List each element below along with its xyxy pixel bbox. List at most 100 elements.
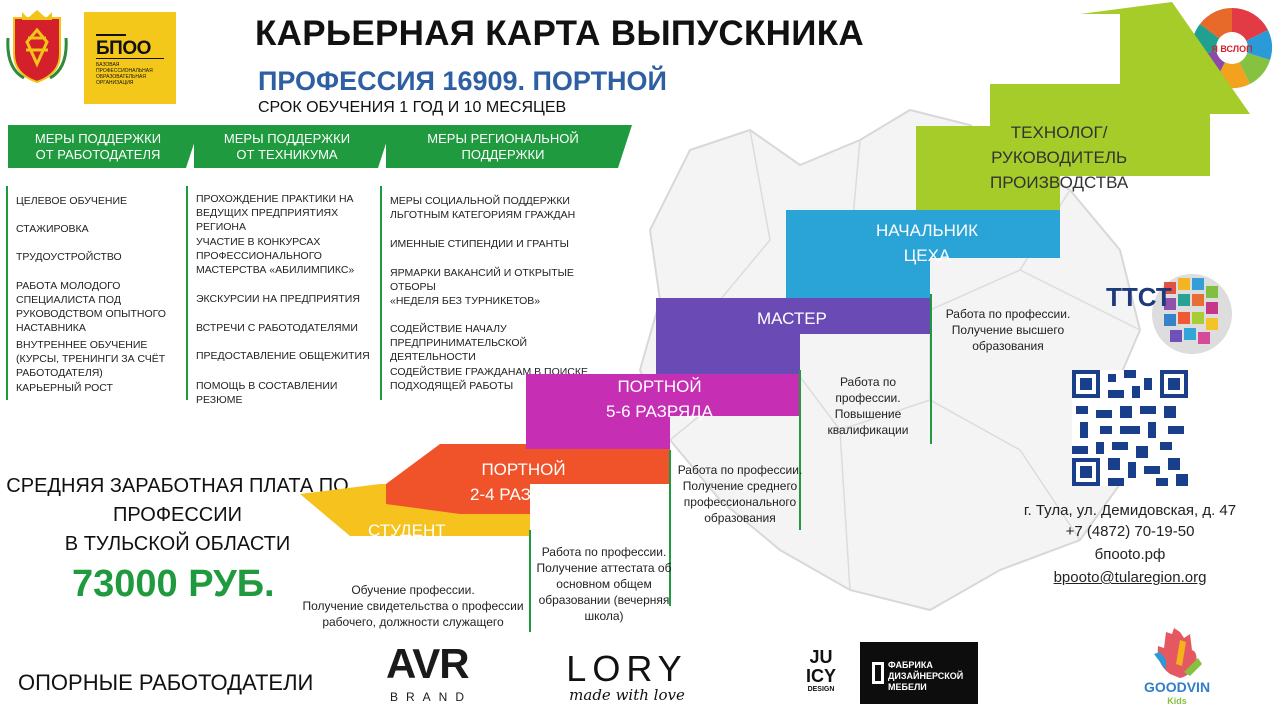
list-item: ВНУТРЕННЕЕ ОБУЧЕНИЕ (КУРСЫ, ТРЕНИНГИ ЗА … — [16, 339, 166, 379]
step-note-line: Работа по профессии. — [945, 307, 1071, 321]
step-note-line: Получение аттестата об — [536, 561, 672, 575]
bpoo-logo-subtitle: БАЗОВАЯ ПРОФЕССИОНАЛЬНАЯ ОБРАЗОВАТЕЛЬНАЯ… — [96, 62, 153, 86]
step-note-line: профессии. — [835, 391, 901, 405]
factory-logo-l2: ДИЗАЙНЕРСКОЙ — [888, 671, 964, 681]
guide-line — [930, 294, 932, 444]
step-note-student: Обучение профессии. Получение свидетельс… — [300, 582, 526, 630]
step-note-line: рабочего, должности служащего — [322, 615, 504, 629]
step-label-student: СТУДЕНТ — [368, 518, 446, 543]
bpoo-logo-bar — [96, 34, 126, 36]
design-furniture-factory-logo: ФАБРИКА ДИЗАЙНЕРСКОЙ МЕБЕЛИ — [860, 642, 978, 704]
step-label-tailor-5-6: ПОРТНОЙ 5-6 РАЗРЯДА — [606, 374, 713, 424]
list-item: ЦЕЛЕВОЕ ОБУЧЕНИЕ — [16, 195, 128, 207]
step-note-line: школа) — [584, 609, 624, 623]
goodvin-logo-text: GOODVIN — [1144, 679, 1210, 695]
list-item: КАРЬЕРНЫЙ РОСТ — [16, 382, 113, 394]
regional-support-list: МЕРЫ СОЦИАЛЬНОЙ ПОДДЕРЖКИ ЛЬГОТНЫМ КАТЕГ… — [380, 186, 616, 400]
regional-support-header-l2: ПОДДЕРЖКИ — [461, 146, 545, 162]
vslop-logo-text: Я ВСЛОП — [1211, 44, 1252, 54]
list-item: МЕРЫ СОЦИАЛЬНОЙ ПОДДЕРЖКИ ЛЬГОТНЫМ КАТЕГ… — [390, 195, 576, 221]
factory-logo-text: ФАБРИКА ДИЗАЙНЕРСКОЙ МЕБЕЛИ — [888, 660, 963, 693]
list-item: ЭКСКУРСИИ НА ПРЕДПРИЯТИЯ — [196, 293, 360, 305]
study-duration: СРОК ОБУЧЕНИЯ 1 ГОД И 10 МЕСЯЦЕВ — [258, 99, 567, 116]
goodvin-logo-sub: Kids — [1167, 696, 1187, 706]
contact-address: г. Тула, ул. Демидовская, д. 47 — [1023, 502, 1237, 519]
contact-site[interactable]: бпооto.рф — [1094, 546, 1166, 563]
college-support-header-l2: ОТ ТЕХНИКУМА — [236, 146, 338, 162]
salary-caption-l2: ПРОФЕССИИ — [112, 504, 242, 526]
list-item: СОДЕЙСТВИЕ НАЧАЛУ ПРЕДПРИНИМАТЕЛЬСКОЙ ДЕ… — [390, 323, 528, 363]
step-note-line: профессионального — [683, 495, 797, 509]
step-note-line: Получение среднего — [682, 479, 798, 493]
step-note-line: Работа по профессии. — [541, 545, 667, 559]
profession-title: ПРОФЕССИЯ 16909. ПОРТНОЙ — [258, 66, 667, 96]
lory-logo-sub: made with love — [569, 686, 685, 704]
salary-value: 73000 РУБ. — [72, 563, 275, 605]
step-label-technologist-l3: ПРОИЗВОДСТВА — [990, 173, 1129, 192]
bpoo-logo-name: БПОО — [96, 38, 151, 59]
coat-of-arms-logo — [6, 10, 68, 84]
employer-support-header-l1: МЕРЫ ПОДДЕРЖКИ — [34, 130, 162, 146]
step-note-tailor-2-4: Работа по профессии. Получение аттестата… — [534, 544, 674, 624]
step-note-line: основном общем — [556, 577, 652, 591]
step-label-technologist-l1: ТЕХНОЛОГ/ — [1010, 123, 1108, 142]
bpoo-logo: БПОО БАЗОВАЯ ПРОФЕССИОНАЛЬНАЯ ОБРАЗОВАТЕ… — [84, 12, 176, 104]
ttst-logo-text: ТТСТ — [1106, 282, 1172, 312]
step-note-line: квалификации — [827, 423, 909, 437]
step-label-workshop-chief-l1: НАЧАЛЬНИК — [876, 221, 979, 240]
step-note-line: Получение высшего — [951, 323, 1065, 337]
step-note-line: образования — [972, 339, 1044, 353]
step-label-tailor-2-4: ПОРТНОЙ 2-4 РАЗРЯДА — [470, 457, 577, 507]
college-support-list: ПРОХОЖДЕНИЕ ПРАКТИКИ НА ВЕДУЩИХ ПРЕДПРИЯ… — [186, 186, 378, 406]
page-title: КАРЬЕРНАЯ КАРТА ВЫПУСКНИКА — [255, 14, 864, 53]
step-note-line: Обучение профессии. — [351, 583, 475, 597]
employer-support-list: ЦЕЛЕВОЕ ОБУЧЕНИЕ СТАЖИРОВКА ТРУДОУСТРОЙС… — [6, 186, 186, 400]
step-note-master: Работа по профессии. Повышение квалифика… — [806, 374, 930, 438]
contact-email[interactable]: bpooto@tularegion.org — [1053, 569, 1207, 586]
avr-brand-logo: AVR BRAND — [386, 640, 481, 706]
factory-logo-l1: ФАБРИКА — [888, 660, 933, 670]
step-label-technologist: ТЕХНОЛОГ/ РУКОВОДИТЕЛЬ ПРОИЗВОДСТВА — [990, 120, 1128, 195]
avr-logo-sub: BRAND — [390, 690, 473, 704]
list-item: ВСТРЕЧИ С РАБОТОДАТЕЛЯМИ — [196, 322, 358, 334]
salary-caption-l3: В ТУЛЬСКОЙ ОБЛАСТИ — [64, 533, 291, 555]
employers-label: ОПОРНЫЕ РАБОТОДАТЕЛИ — [18, 670, 314, 695]
step-label-workshop-chief: НАЧАЛЬНИК ЦЕХА — [876, 218, 978, 268]
qr-code — [1072, 370, 1188, 486]
step-note-line: образования — [704, 511, 776, 525]
step-technologist — [916, 2, 1250, 210]
step-label-tailor-5-6-l2: 5-6 РАЗРЯДА — [606, 402, 714, 421]
list-item: ТРУДОУСТРОЙСТВО — [16, 251, 122, 263]
step-note-workshop-chief: Работа по профессии. Получение высшего о… — [940, 306, 1076, 354]
list-item: ПОМОЩЬ В СОСТАВЛЕНИИ РЕЗЮМЕ — [196, 380, 338, 406]
step-tailor-5-6 — [526, 374, 800, 449]
salary-caption: СРЕДНЯЯ ЗАРАБОТНАЯ ПЛАТА ПО ПРОФЕССИИ В … — [0, 472, 355, 559]
step-master — [656, 298, 930, 374]
factory-logo-icon — [872, 662, 884, 684]
lory-logo: LORY made with love — [552, 648, 702, 708]
guide-line — [799, 370, 801, 530]
guide-line — [529, 530, 531, 632]
step-note-line: Получение свидетельства о профессии — [302, 599, 524, 613]
list-item: РАБОТА МОЛОДОГО СПЕЦИАЛИСТА ПОД РУКОВОДС… — [16, 280, 166, 334]
step-label-student-l1: СТУДЕНТ — [368, 521, 446, 540]
list-item: ПРОХОЖДЕНИЕ ПРАКТИКИ НА ВЕДУЩИХ ПРЕДПРИЯ… — [196, 193, 354, 233]
goodvin-kids-logo: GOODVIN Kids — [1144, 628, 1210, 706]
step-note-line: Работа по профессии. — [677, 463, 803, 477]
bpoo-logo-line — [96, 58, 164, 59]
list-item: ПРЕДОСТАВЛЕНИЕ ОБЩЕЖИТИЯ — [196, 350, 370, 362]
juicy-logo-l1: JU — [809, 647, 833, 667]
step-label-tailor-5-6-l1: ПОРТНОЙ — [617, 377, 702, 396]
college-support-header-l1: МЕРЫ ПОДДЕРЖКИ — [223, 130, 351, 146]
step-label-tailor-2-4-l1: ПОРТНОЙ — [481, 460, 566, 479]
career-stairs — [300, 2, 1250, 536]
contact-phone[interactable]: +7 (4872) 70-19-50 — [1065, 523, 1195, 540]
step-label-technologist-l2: РУКОВОДИТЕЛЬ — [991, 148, 1128, 167]
list-item: ИМЕННЫЕ СТИПЕНДИИ И ГРАНТЫ — [390, 238, 569, 250]
avr-logo-name: AVR — [386, 640, 470, 687]
step-label-workshop-chief-l2: ЦЕХА — [903, 246, 951, 265]
list-item: УЧАСТИЕ В КОНКУРСАХ ПРОФЕССИОНАЛЬНОГО МА… — [196, 236, 355, 276]
juicy-logo-sub: DESIGN — [807, 686, 835, 693]
